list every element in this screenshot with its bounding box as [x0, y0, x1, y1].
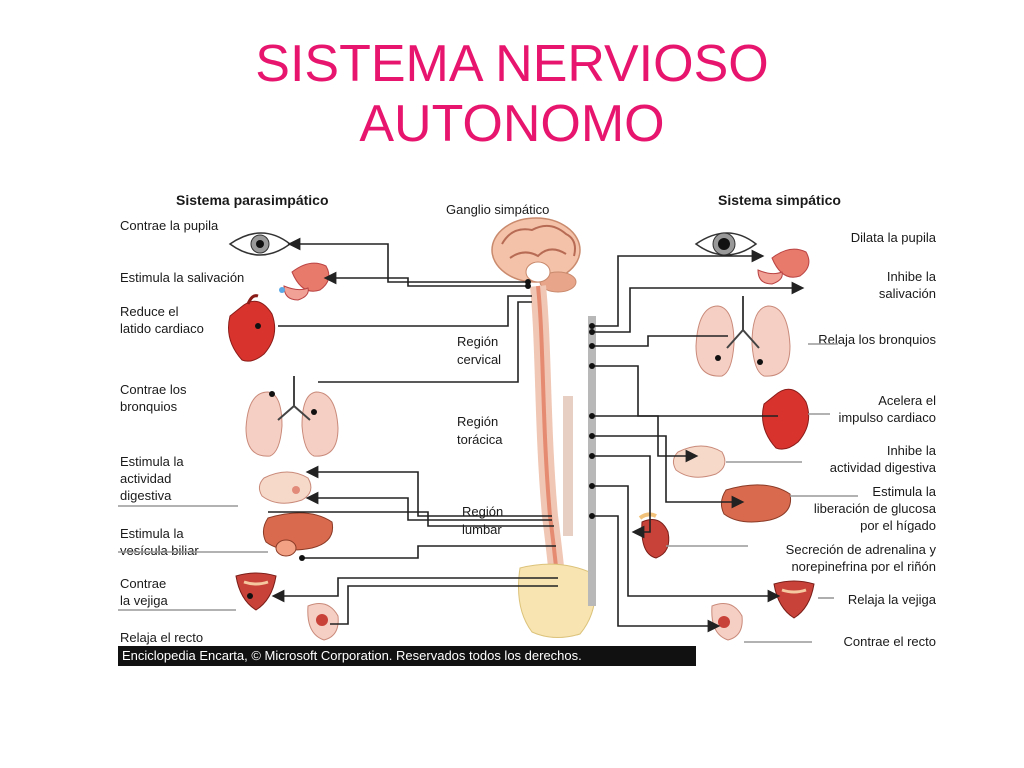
region-cervical-label-2: cervical — [457, 352, 501, 367]
para-label-digestive-2: actividad — [120, 471, 171, 486]
salivary-gland-icon — [279, 262, 330, 301]
lungs-icon — [695, 296, 791, 377]
bladder-icon — [773, 580, 815, 619]
title-line-1: SISTEMA NERVIOSO — [255, 35, 769, 93]
eye-icon — [228, 232, 292, 256]
symp-label-glucose-2: liberación de glucosa — [814, 501, 937, 516]
kidney-icon — [638, 512, 670, 559]
brain-illustration — [491, 217, 581, 293]
symp-label-digestive-2: actividad digestiva — [830, 460, 937, 475]
rectum-icon — [711, 603, 743, 641]
symp-label-pupil: Dilata la pupila — [851, 230, 937, 245]
para-label-pupil: Contrae la pupila — [120, 218, 219, 233]
pelvis-illustration — [518, 563, 596, 638]
heart-icon — [762, 388, 810, 450]
spinal-cord — [530, 285, 566, 587]
symp-label-salivation-2: salivación — [879, 286, 936, 301]
para-label-gallbladder-2: vesícula biliar — [120, 543, 199, 558]
region-thoracic-label-1: Región — [457, 414, 498, 429]
credit-text: Enciclopedia Encarta, © Microsoft Corpor… — [122, 648, 582, 663]
para-label-heart-2: latido cardiaco — [120, 321, 204, 336]
region-lumbar-label-2: lumbar — [462, 522, 502, 537]
lungs-icon — [245, 376, 339, 457]
salivary-gland-icon — [757, 248, 810, 285]
symp-label-bronchi: Relaja los bronquios — [818, 332, 936, 347]
parasympathetic-pathways — [118, 237, 558, 625]
para-label-bladder-1: Contrae — [120, 576, 166, 591]
symp-label-bladder: Relaja la vejiga — [848, 592, 937, 607]
symp-label-rectum: Contrae el recto — [844, 634, 937, 649]
stomach-icon — [258, 471, 312, 504]
symp-label-digestive-1: Inhibe la — [887, 443, 937, 458]
sympathetic-ganglion-chain — [563, 316, 596, 606]
liver-icon — [720, 484, 792, 523]
symp-label-adrenaline-2: norepinefrina por el riñón — [791, 559, 936, 574]
para-label-heart-1: Reduce el — [120, 304, 179, 319]
para-label-rectum: Relaja el recto — [120, 630, 203, 645]
sympathetic-ganglia — [589, 323, 763, 519]
parasympathetic-ganglia — [247, 279, 531, 599]
rectum-icon — [307, 603, 339, 641]
heart-icon — [228, 294, 276, 362]
stomach-icon — [672, 445, 726, 478]
para-label-bladder-2: la vejiga — [120, 593, 168, 608]
region-thoracic-label-2: torácica — [457, 432, 503, 447]
symp-label-heart-1: Acelera el — [878, 393, 936, 408]
autonomic-nervous-system-diagram: Sistema parasimpático Ganglio simpático … — [118, 186, 940, 666]
eye-icon — [694, 232, 758, 256]
sympathetic-pathways — [592, 249, 858, 643]
region-cervical-label-1: Región — [457, 334, 498, 349]
para-label-bronchi-2: bronquios — [120, 399, 178, 414]
credit-bar: Enciclopedia Encarta, © Microsoft Corpor… — [118, 646, 696, 666]
parasympathetic-header: Sistema parasimpático — [176, 192, 329, 208]
para-label-salivation: Estimula la salivación — [120, 270, 244, 285]
para-label-digestive-3: digestiva — [120, 488, 172, 503]
symp-label-adrenaline-1: Secreción de adrenalina y — [786, 542, 937, 557]
symp-label-heart-2: impulso cardiaco — [838, 410, 936, 425]
diagram-canvas: Sistema parasimpático Ganglio simpático … — [118, 192, 937, 649]
bladder-icon — [235, 572, 277, 611]
liver-icon — [262, 512, 334, 557]
para-label-digestive-1: Estimula la — [120, 454, 184, 469]
para-label-gallbladder-1: Estimula la — [120, 526, 184, 541]
sympathetic-header: Sistema simpático — [718, 192, 841, 208]
symp-label-glucose-1: Estimula la — [872, 484, 936, 499]
title-line-2: AUTONOMO — [359, 95, 665, 153]
symp-label-glucose-3: por el hígado — [860, 518, 936, 533]
symp-label-salivation-1: Inhibe la — [887, 269, 937, 284]
slide-title: SISTEMA NERVIOSO AUTONOMO — [0, 34, 1024, 154]
ganglion-header: Ganglio simpático — [446, 202, 549, 217]
para-label-bronchi-1: Contrae los — [120, 382, 187, 397]
